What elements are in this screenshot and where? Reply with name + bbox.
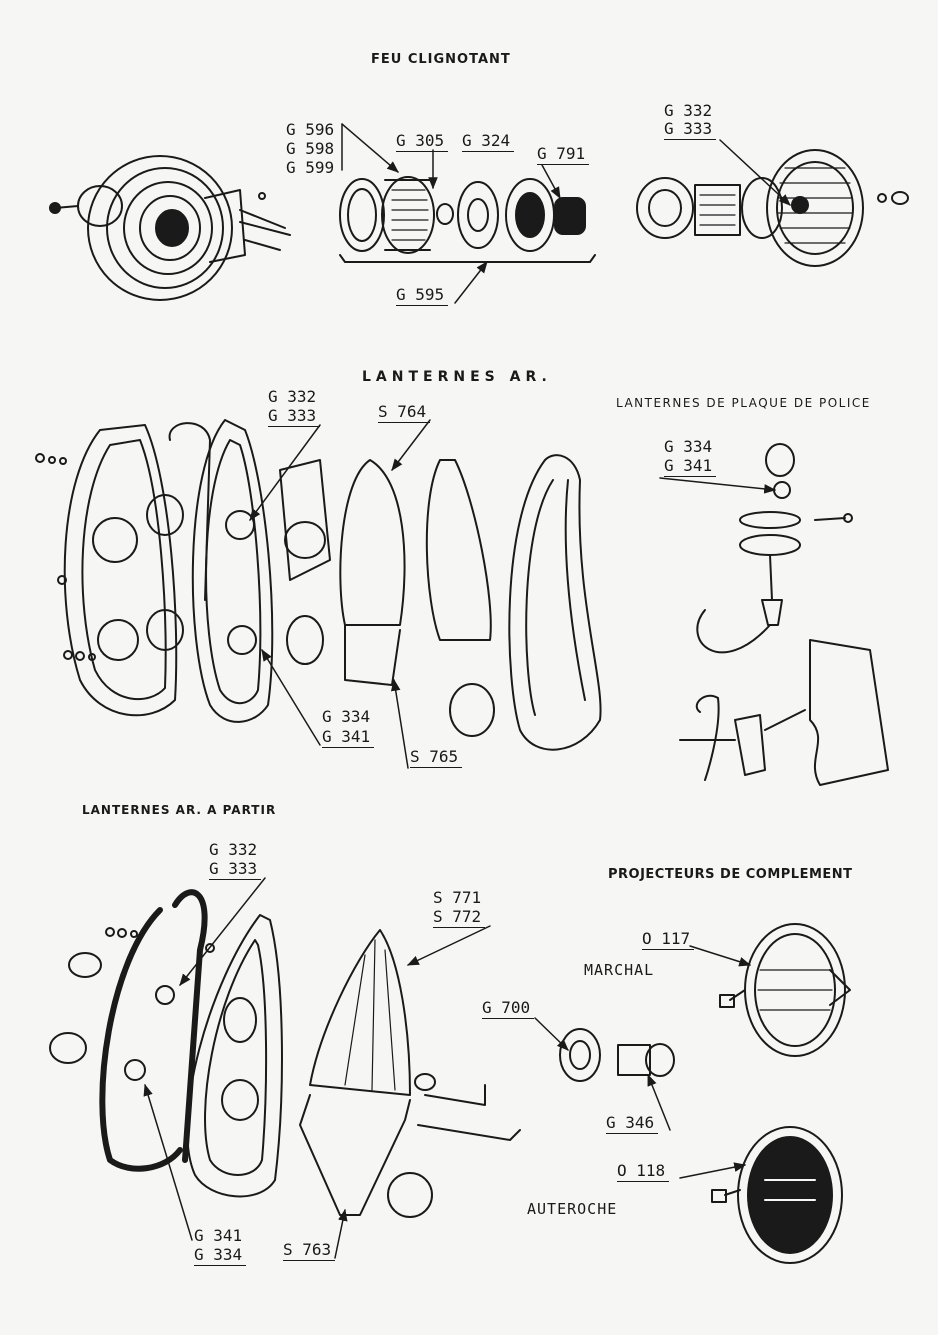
part-label: S 764 <box>378 402 431 423</box>
leader-lines <box>143 123 791 1259</box>
part-label: O 117 <box>642 929 695 950</box>
late-lens-drawing <box>299 929 521 1218</box>
part-label: G 341 <box>664 456 717 477</box>
flasher-assembled-drawing <box>49 155 291 301</box>
part-label: G 341 <box>322 727 375 748</box>
part-label: G 791 <box>537 144 590 165</box>
part-label: G 333 <box>268 406 321 427</box>
part-label: G 332 <box>664 101 713 120</box>
projectors-drawing <box>711 923 851 1264</box>
heading-projecteurs: PROJECTEURS DE COMPLEMENT <box>608 867 853 882</box>
part-label: G 596 <box>286 120 335 139</box>
part-label: G 599 <box>286 158 335 177</box>
part-label: G 333 <box>209 859 262 880</box>
part-label: O 118 <box>617 1161 670 1182</box>
flasher-housing-drawing <box>636 149 909 267</box>
tail-lamp-drawing <box>35 419 602 751</box>
part-label: G 332 <box>209 840 258 859</box>
part-label: S 765 <box>410 747 463 768</box>
flasher-exploded-drawing <box>339 176 596 263</box>
part-label: G 346 <box>606 1113 659 1134</box>
part-label: G 305 <box>396 131 449 152</box>
part-label: G 595 <box>396 285 449 306</box>
part-label: G 334 <box>664 437 713 456</box>
part-label: S 763 <box>283 1240 336 1261</box>
part-label: G 334 <box>322 707 371 726</box>
late-tail-lamp-drawing <box>49 889 283 1198</box>
heading-feu-clignotant: FEU CLIGNOTANT <box>371 52 511 67</box>
part-label: G 332 <box>268 387 317 406</box>
heading-lanternes-plaque: LANTERNES DE PLAQUE DE POLICE <box>616 396 871 410</box>
brand-marchal: MARCHAL <box>584 961 655 979</box>
part-label: S 771 <box>433 888 482 907</box>
part-label: G 333 <box>664 119 717 140</box>
heading-lanternes-ar-partir: LANTERNES AR. A PARTIR <box>82 803 277 817</box>
part-label: G 334 <box>194 1245 247 1266</box>
brand-auteroche: AUTEROCHE <box>527 1200 618 1218</box>
part-label: G 341 <box>194 1226 243 1245</box>
part-label: G 598 <box>286 139 335 158</box>
part-label: S 772 <box>433 907 486 928</box>
part-label: G 324 <box>462 131 515 152</box>
plate-lamp-drawing <box>679 443 889 786</box>
bulb-parts-drawing <box>559 1028 675 1082</box>
heading-lanternes-ar: LANTERNES AR. <box>362 369 552 385</box>
part-label: G 700 <box>482 998 535 1019</box>
